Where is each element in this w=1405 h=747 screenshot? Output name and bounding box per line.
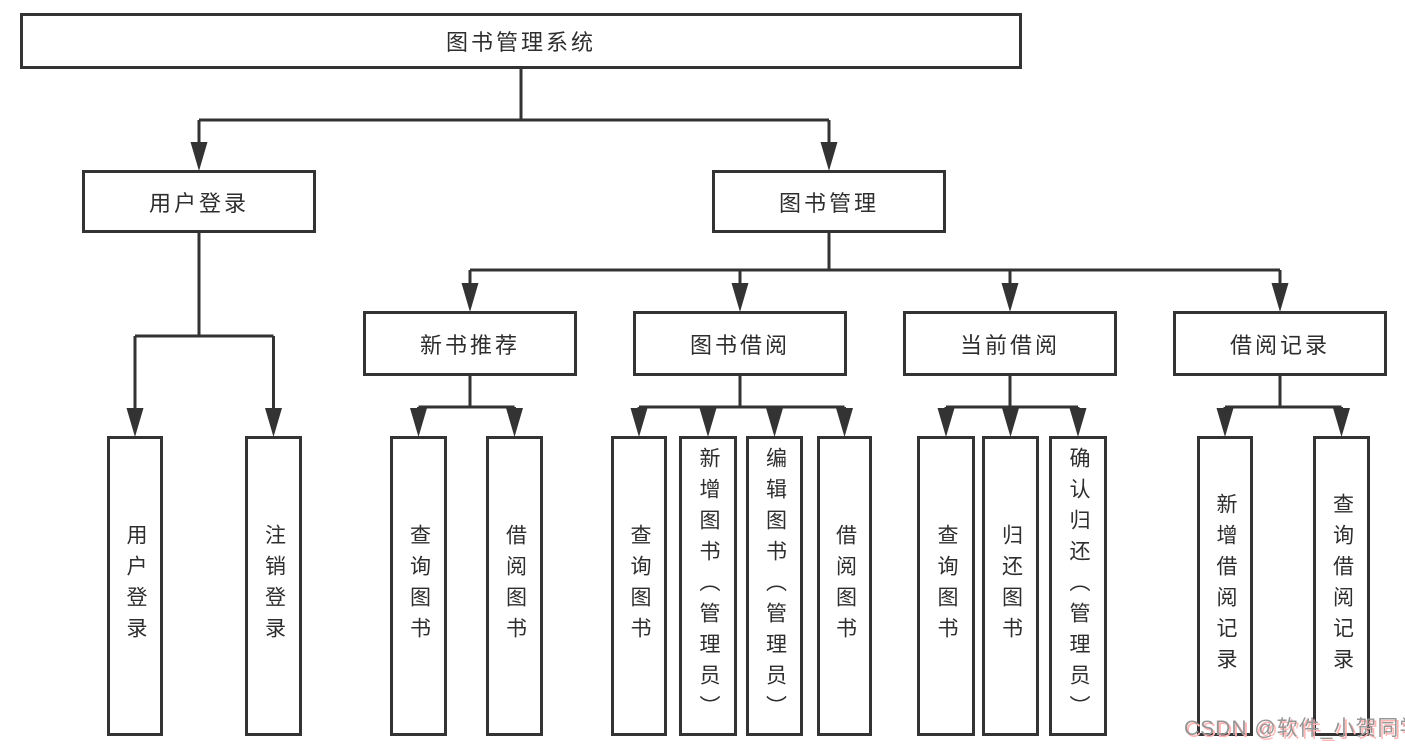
node-label: 图书借阅 xyxy=(689,332,790,358)
node-logout: 注销登录 xyxy=(245,436,302,736)
node-bb-borrow: 借阅图书 xyxy=(817,436,872,736)
node-label: 借阅图书 xyxy=(833,524,857,648)
node-label: 借阅图书 xyxy=(503,524,527,648)
node-cb-return: 归还图书 xyxy=(982,436,1039,736)
node-label: 新书推荐 xyxy=(419,332,520,358)
node-label: 新增借阅记录 xyxy=(1214,493,1237,679)
node-label: 图书管理系统 xyxy=(445,30,596,55)
node-login: 用户登录 xyxy=(107,436,163,736)
node-label: 注销登录 xyxy=(262,524,286,648)
node-borrow-records: 借阅记录 xyxy=(1173,311,1387,376)
node-label: 编辑图书（管理员） xyxy=(763,446,787,726)
node-bb-add: 新增图书（管理员） xyxy=(679,436,737,736)
node-nbr-borrow: 借阅图书 xyxy=(486,436,543,736)
node-new-book-rec: 新书推荐 xyxy=(363,311,577,376)
node-bb-query: 查询图书 xyxy=(611,436,667,736)
node-label: 查询图书 xyxy=(407,524,431,648)
node-label: 查询借阅记录 xyxy=(1330,493,1354,679)
node-br-query: 查询借阅记录 xyxy=(1313,436,1370,736)
node-label: 新增图书（管理员） xyxy=(697,446,720,726)
watermark: CSDN @软件_小贺同学 xyxy=(1184,717,1405,740)
node-label: 用户登录 xyxy=(124,524,147,648)
node-bb-edit: 编辑图书（管理员） xyxy=(746,436,803,736)
node-book-mgmt: 图书管理 xyxy=(712,170,946,233)
node-cb-query: 查询图书 xyxy=(917,436,975,736)
node-label: 归还图书 xyxy=(999,524,1023,648)
node-user-login: 用户登录 xyxy=(82,170,316,233)
node-cb-confirm: 确认归还（管理员） xyxy=(1049,436,1107,736)
node-current-borrow: 当前借阅 xyxy=(903,311,1117,376)
node-label: 借阅记录 xyxy=(1229,332,1330,358)
node-label: 当前借阅 xyxy=(959,332,1060,358)
node-root: 图书管理系统 xyxy=(20,13,1022,69)
node-label: 确认归还（管理员） xyxy=(1067,446,1090,726)
node-book-borrow: 图书借阅 xyxy=(633,311,847,376)
node-label: 查询图书 xyxy=(628,524,651,648)
node-br-add: 新增借阅记录 xyxy=(1197,436,1253,736)
node-label: 用户登录 xyxy=(148,190,249,216)
node-nbr-query: 查询图书 xyxy=(390,436,447,736)
node-label: 图书管理 xyxy=(778,190,879,216)
node-label: 查询图书 xyxy=(935,524,958,648)
